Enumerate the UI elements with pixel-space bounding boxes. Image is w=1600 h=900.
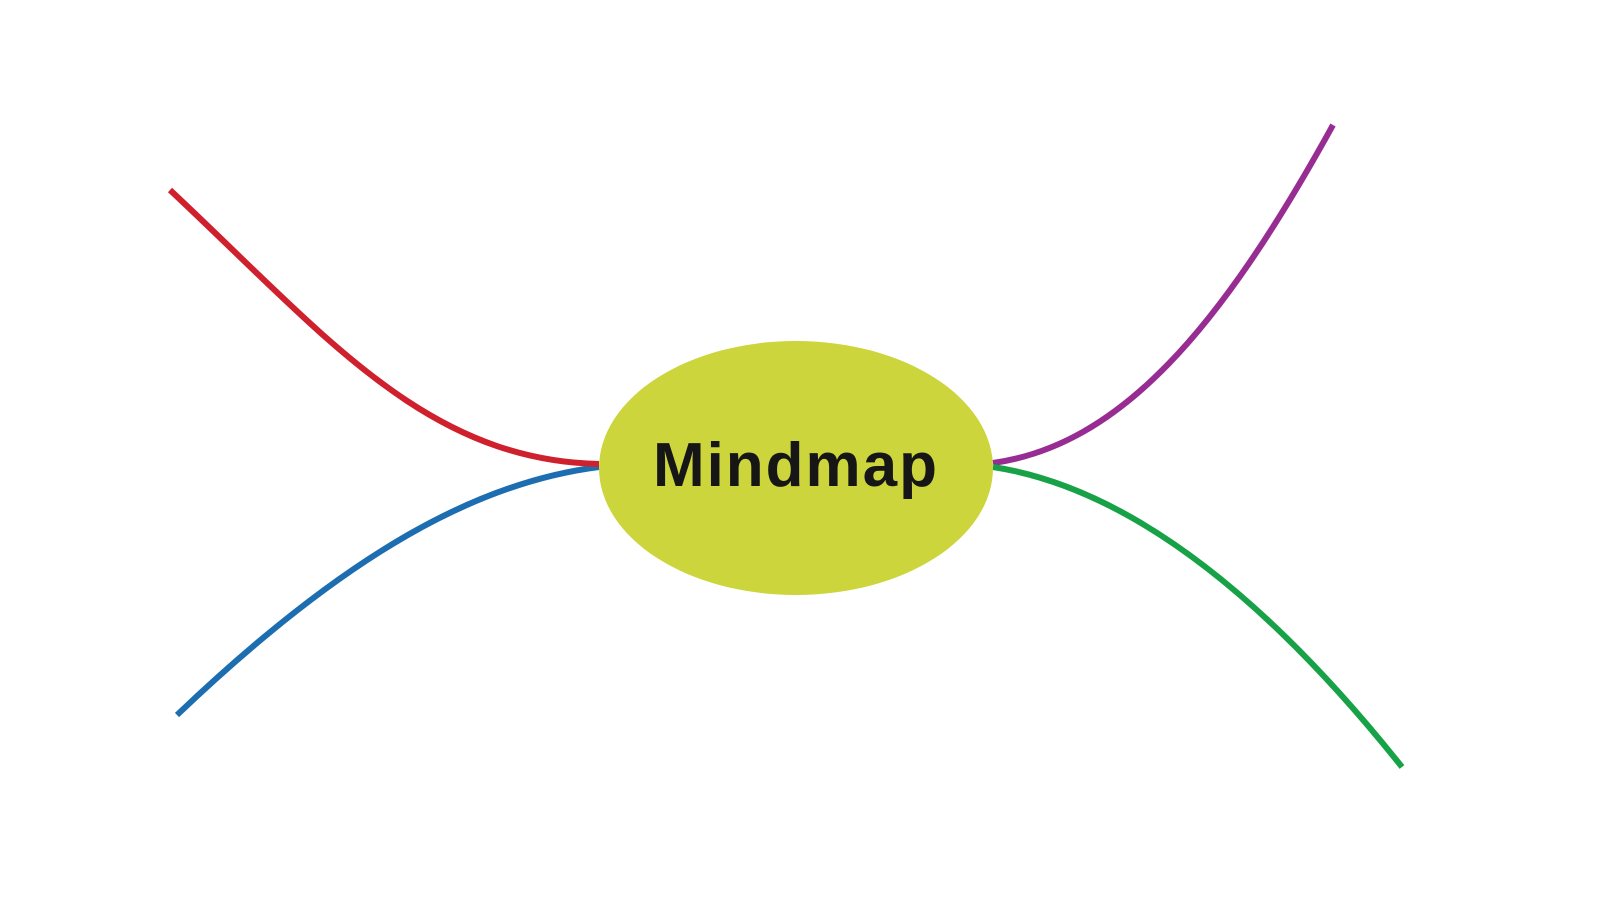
branch-lower-left-blue: [174, 464, 600, 718]
root-node: Mindmap: [599, 341, 993, 595]
branch-lower-right-green: [992, 464, 1405, 769]
root-node-label: Mindmap: [652, 431, 940, 500]
branch-upper-right-purple: [992, 123, 1336, 466]
branch-upper-left-red: [167, 187, 600, 467]
